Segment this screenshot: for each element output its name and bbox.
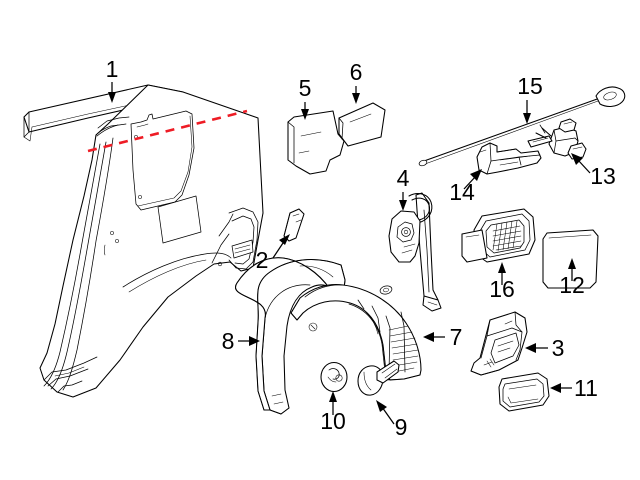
part-wheelhouse-liner-rear[interactable] xyxy=(290,284,422,381)
part-quarter-panel[interactable] xyxy=(23,84,264,398)
callout-label-15: 15 xyxy=(517,73,543,99)
service-cut-line xyxy=(87,109,248,153)
callout-leaders xyxy=(108,82,591,425)
callout-label-5: 5 xyxy=(299,75,312,101)
part-push-retainer-clip[interactable] xyxy=(357,360,400,396)
callout-label-14: 14 xyxy=(449,179,475,205)
part-grommet-plug[interactable] xyxy=(320,361,348,393)
part-fuel-door-release-actuator[interactable] xyxy=(527,118,587,160)
callout-label-9: 9 xyxy=(395,414,408,440)
part-rear-corner-bracket[interactable] xyxy=(470,311,528,376)
part-quarter-panel-patch-small[interactable] xyxy=(338,102,386,147)
part-quarter-panel-patch-upper[interactable] xyxy=(287,110,345,175)
callout-label-4: 4 xyxy=(397,165,410,191)
callout-label-6: 6 xyxy=(350,59,363,85)
callout-label-16: 16 xyxy=(489,276,515,302)
callout-label-2: 2 xyxy=(256,247,269,273)
callout-label-13: 13 xyxy=(590,163,616,189)
callout-label-7: 7 xyxy=(450,324,463,350)
part-pressure-relief-vent[interactable] xyxy=(461,208,536,263)
callout-label-11: 11 xyxy=(574,375,598,401)
callout-labels: 1 2 3 4 5 6 7 8 9 10 11 12 13 14 15 16 xyxy=(106,56,616,440)
part-fuel-filler-housing-hinge[interactable] xyxy=(388,192,442,312)
part-wheelhouse-liner-front[interactable] xyxy=(234,257,346,415)
callout-label-10: 10 xyxy=(320,408,346,434)
part-fuel-door-release-cable[interactable] xyxy=(418,86,626,167)
part-actuator-mount-bracket[interactable] xyxy=(476,142,542,175)
callout-label-8: 8 xyxy=(222,328,235,354)
part-fuel-filler-door[interactable] xyxy=(542,229,599,289)
part-air-outlet-cover[interactable] xyxy=(498,372,550,412)
callout-label-3: 3 xyxy=(552,335,565,361)
callout-label-1: 1 xyxy=(106,56,119,82)
callout-label-12: 12 xyxy=(559,272,585,298)
